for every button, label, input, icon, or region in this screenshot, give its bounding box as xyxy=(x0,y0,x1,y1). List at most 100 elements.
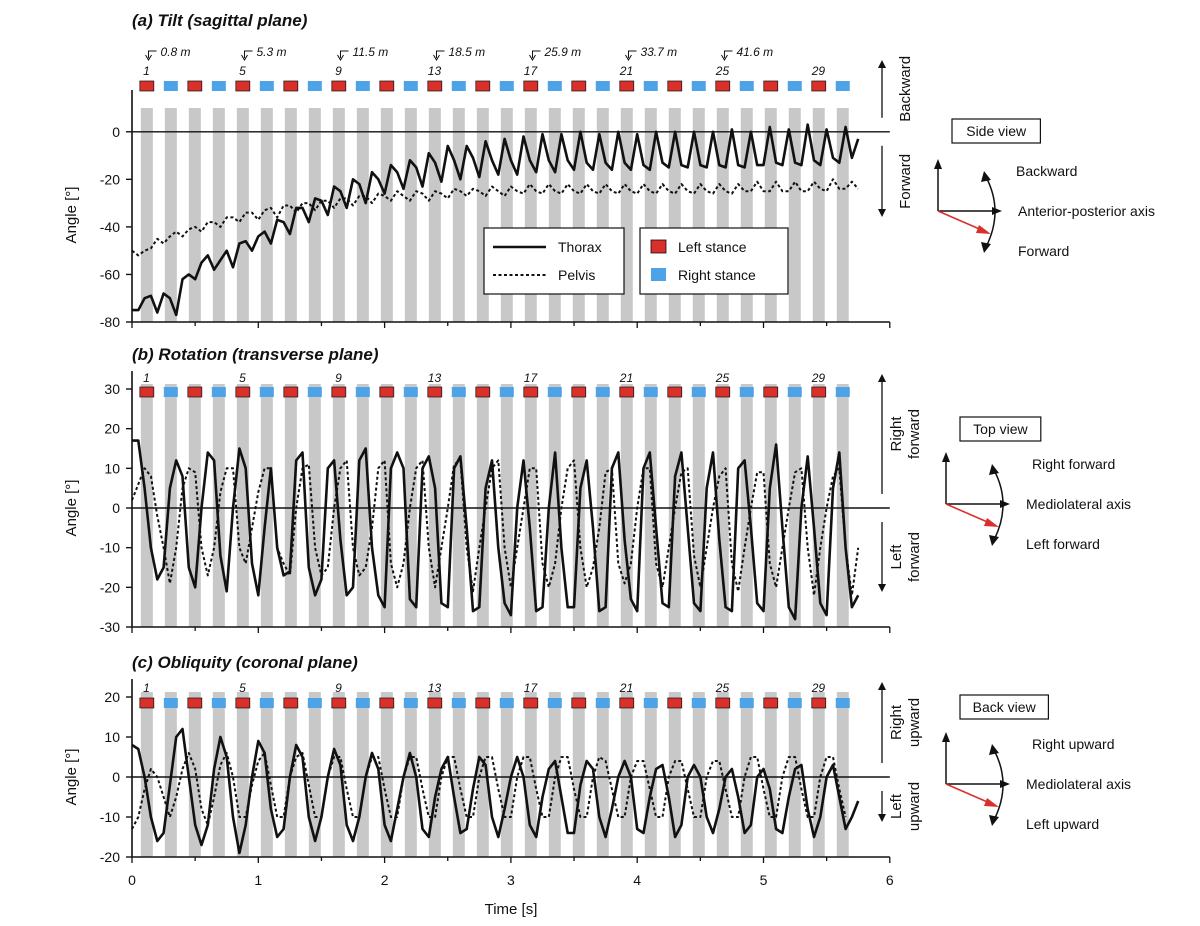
stance-band xyxy=(596,384,609,627)
left-stance-marker xyxy=(331,386,347,398)
stride-label: 29 xyxy=(811,64,826,78)
distance-label: 25.9 m xyxy=(543,45,581,59)
distance-bracket xyxy=(531,50,541,58)
rotation-head-down xyxy=(989,535,999,546)
right-stance-marker xyxy=(739,81,754,91)
right-stance-marker xyxy=(259,698,274,708)
stance-band xyxy=(644,108,657,322)
stance-band xyxy=(764,384,777,627)
up-arrow-head xyxy=(878,60,886,68)
rotation-curve xyxy=(985,176,996,248)
right-stance-marker xyxy=(835,387,850,397)
stance-band xyxy=(308,108,321,322)
stride-label: 21 xyxy=(619,371,633,385)
distance-bracket xyxy=(627,50,637,58)
stance-band xyxy=(164,108,177,322)
view-title: Side view xyxy=(966,123,1027,139)
distance-label: 5.3 m xyxy=(257,45,287,59)
right-stance-marker xyxy=(499,81,514,91)
right-stance-marker xyxy=(451,698,466,708)
stance-band xyxy=(812,384,825,627)
distance-label: 18.5 m xyxy=(448,45,485,59)
distance-arrow xyxy=(241,54,248,61)
stride-label: 17 xyxy=(524,681,539,695)
stance-band xyxy=(404,692,417,857)
down-arrow-head xyxy=(878,814,886,822)
right-stance-marker xyxy=(835,698,850,708)
rotation-head-up xyxy=(989,744,999,755)
stance-band xyxy=(812,108,825,322)
x-tick-label: 4 xyxy=(633,872,641,888)
stance-band xyxy=(236,384,249,627)
view-title: Back view xyxy=(973,699,1037,715)
stance-markers xyxy=(139,697,850,709)
stance-band xyxy=(572,692,585,857)
legend-left-stance-label: Left stance xyxy=(678,239,747,255)
stance-band xyxy=(644,692,657,857)
panel-tilt: -80-60-40-200 (a) Tilt (sagittal plane) … xyxy=(63,11,914,330)
stance-band xyxy=(404,108,417,322)
vertical-axis-head xyxy=(942,732,950,742)
left-stance-marker xyxy=(715,80,731,92)
right-stance-marker xyxy=(691,81,706,91)
stance-band xyxy=(476,692,489,857)
right-stance-marker xyxy=(163,698,178,708)
right-stance-marker xyxy=(403,387,418,397)
left-stance-marker xyxy=(139,386,155,398)
distance-bracket xyxy=(435,50,445,58)
right-stance-marker xyxy=(787,387,802,397)
direction-down-label: Left xyxy=(888,793,905,819)
x-tick-label: 1 xyxy=(254,872,262,888)
right-stance-marker xyxy=(691,698,706,708)
stance-band xyxy=(644,384,657,627)
stance-band xyxy=(452,108,465,322)
right-stance-marker xyxy=(547,698,562,708)
stride-label: 13 xyxy=(428,371,442,385)
stance-band xyxy=(500,384,513,627)
series-lines xyxy=(131,123,860,317)
left-stance-marker xyxy=(283,386,299,398)
right-stance-marker xyxy=(595,387,610,397)
series-lines xyxy=(131,727,860,855)
red-segment-head xyxy=(976,225,991,234)
direction-up-label: upward xyxy=(906,698,923,747)
right-stance-marker xyxy=(451,81,466,91)
right-stance-marker xyxy=(595,698,610,708)
right-stance-marker xyxy=(163,387,178,397)
up-arrow-head xyxy=(878,374,886,382)
y-tick-label: -40 xyxy=(100,219,120,235)
horizontal-axis-head xyxy=(1000,500,1010,508)
right-stance-marker xyxy=(691,387,706,397)
left-stance-marker xyxy=(235,386,251,398)
legend: Thorax Pelvis Left stance Right stance xyxy=(483,227,789,295)
stance-band xyxy=(284,108,297,322)
pelvis-line xyxy=(131,752,847,830)
view-title-box xyxy=(951,118,1042,144)
left-stance-marker xyxy=(379,697,395,709)
left-stance-marker xyxy=(811,80,827,92)
down-arrow-head xyxy=(878,209,886,217)
right-stance-marker xyxy=(547,81,562,91)
view-title-box xyxy=(959,416,1042,442)
legend-right-stance-label: Right stance xyxy=(678,267,756,283)
stride-label: 9 xyxy=(335,371,342,385)
right-stance-marker xyxy=(403,81,418,91)
stance-band xyxy=(596,108,609,322)
stance-band xyxy=(620,384,633,627)
left-stance-marker xyxy=(715,697,731,709)
view-axis-label: Mediolateral axis xyxy=(1026,496,1131,512)
distance-bracket xyxy=(723,50,733,58)
distance-label: 0.8 m xyxy=(161,45,191,59)
red-segment-arrow xyxy=(937,210,985,232)
horizontal-axis-head xyxy=(992,207,1002,215)
stance-bands xyxy=(140,108,849,322)
stance-band xyxy=(596,692,609,857)
stride-label: 29 xyxy=(811,681,826,695)
stance-band xyxy=(668,692,681,857)
